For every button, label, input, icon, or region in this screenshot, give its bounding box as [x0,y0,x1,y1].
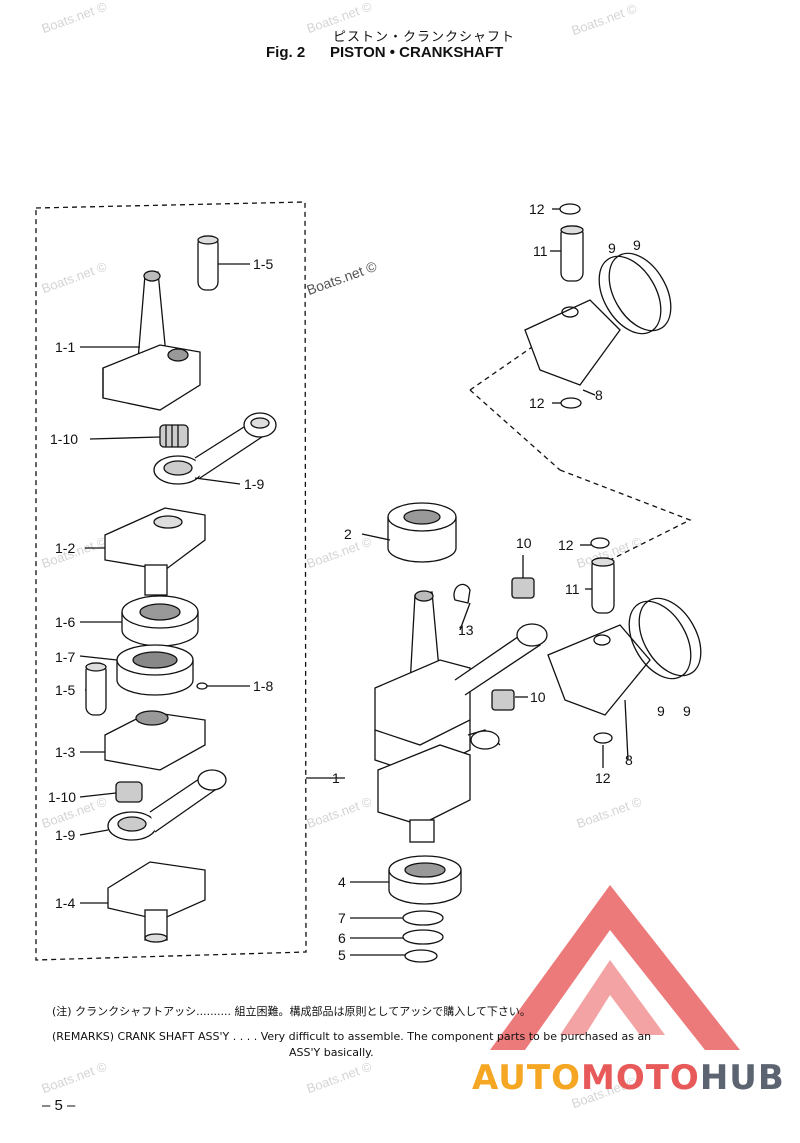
callout-2: 2 [344,526,352,542]
piston-pin-right-bot [591,557,615,614]
callout-1-6: 1-6 [55,614,76,630]
page-title: PISTON • CRANKSHAFT [330,44,504,61]
callout-6: 6 [338,930,346,946]
circlip-right-bot [593,732,613,744]
callout-1-2: 1-2 [55,540,76,556]
woodruff-key [453,583,471,604]
callout-1-9: 1-9 [244,476,265,492]
figure-number: Fig. 2 [266,44,306,61]
callout-12-a: 12 [529,201,545,217]
callout-1-4: 1-4 [55,895,76,911]
callout-8-bot: 8 [625,752,633,768]
crank-web-1-3 [104,710,206,771]
callout-12-b: 12 [529,395,545,411]
callout-11-bot: 11 [565,581,580,597]
brand-wordmark: AUTOMOTOHUB [472,1058,785,1098]
callout-9-a: 9 [608,240,616,256]
piston-pin-right-top [560,225,584,282]
needle-bearing-right-bot [491,689,515,711]
callout-1: 1 [332,770,340,786]
callout-1-3: 1-3 [55,744,76,760]
piston-pin-lower [85,662,107,716]
snap-ring-5 [404,949,438,963]
callout-1-8: 1-8 [253,678,274,694]
brand-part-auto: AUTO [472,1058,581,1098]
piston-top [524,299,621,386]
piston-rings-bottom [628,597,702,680]
callout-1-9-lower: 1-9 [55,827,76,843]
crankshaft-assy-outline [35,201,307,961]
callout-9-c: 9 [657,703,665,719]
page-number: – 5 – [42,1097,76,1114]
remark-japanese: (注) クランクシャフトアッシ.......... 組立困難。構成部品は原則とし… [52,1005,531,1018]
gear-ring-1-7 [116,644,194,696]
callout-13: 13 [458,622,474,638]
callout-1-5-lower: 1-5 [55,682,76,698]
main-bearing-1-6 [121,595,199,647]
connecting-rod-right [454,623,548,750]
piston-rings-top [598,252,672,335]
title-japanese: ピストン・クランクシャフト [333,30,516,45]
connecting-rod [153,412,277,485]
crank-web-1-4 [107,861,206,943]
piston-pin-part [197,235,219,291]
callout-1-1: 1-1 [55,339,76,355]
callout-4: 4 [338,874,346,890]
circlip-right-top [590,537,610,549]
washer-6 [402,929,444,945]
crank-web-1-2 [104,507,206,596]
connecting-rod-lower [107,769,227,841]
callout-11-top: 11 [533,243,548,259]
callout-7: 7 [338,910,346,926]
crankshaft-assembly [374,590,471,843]
needle-bearing [159,424,189,448]
callout-10-top: 10 [516,535,532,551]
callout-1-10: 1-10 [50,431,79,447]
remark-english-line1: (REMARKS) CRANK SHAFT ASS'Y . . . . Very… [52,1030,652,1043]
callout-1-5: 1-5 [253,256,274,272]
callout-1-7: 1-7 [55,649,76,665]
piston-bottom [547,624,651,716]
callout-5: 5 [338,947,346,963]
callout-10-bot: 10 [530,689,546,705]
callout-8-top: 8 [595,387,603,403]
callout-9-b: 9 [633,237,641,253]
main-bearing-4 [388,855,462,905]
remark-english-line2: ASS'Y basically. [289,1046,374,1059]
crank-web-1-1 [102,270,201,411]
callout-1-10-lower: 1-10 [48,789,77,805]
main-bearing-2 [387,502,457,563]
needle-bearing-lower [115,781,143,803]
callout-12-c: 12 [558,537,574,553]
callout-12-d: 12 [595,770,611,786]
brand-part-hub: HUB [699,1058,785,1098]
brand-part-moto: MOTO [580,1058,700,1098]
callout-9-d: 9 [683,703,691,719]
